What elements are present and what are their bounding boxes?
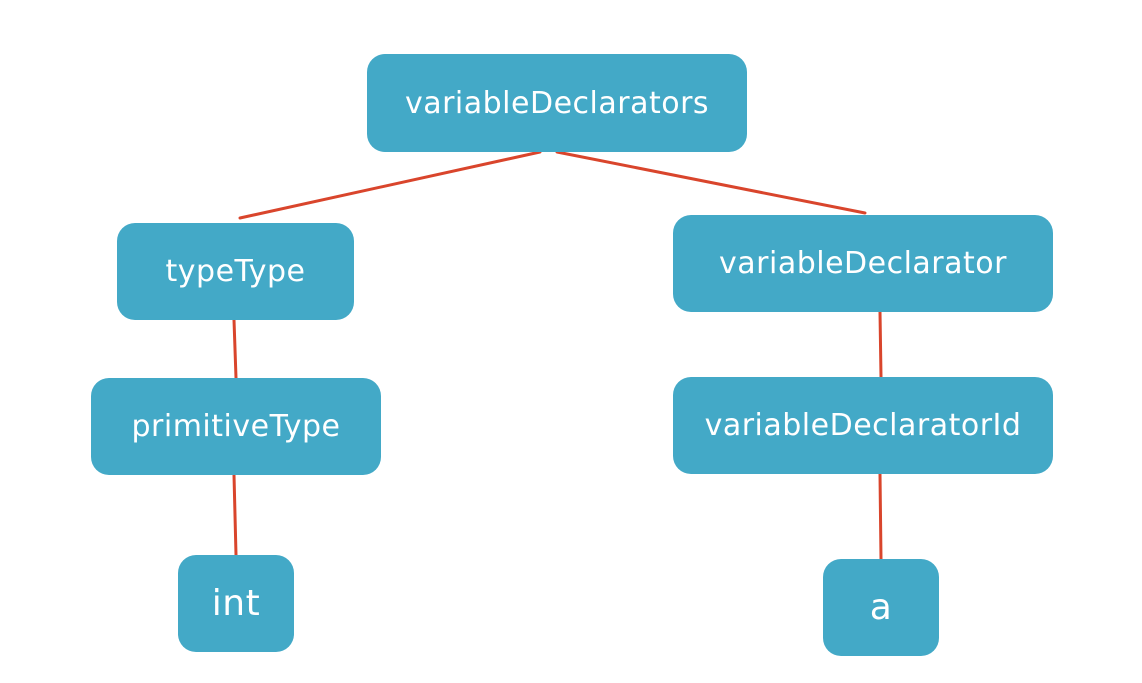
node-int: int (178, 555, 294, 652)
edge-declaratorid-a (878, 472, 883, 561)
edge-declarator-declaratorid (878, 310, 883, 379)
edge-typetype-primitivetype (232, 318, 238, 380)
edge-primitivetype-int (232, 473, 238, 557)
node-variable-declarators: variableDeclarators (367, 54, 747, 152)
edge-root-declarator (555, 150, 867, 215)
node-label: variableDeclarator (719, 246, 1007, 281)
node-label: typeType (165, 254, 306, 289)
node-label: variableDeclarators (404, 85, 710, 121)
node-label: int (211, 583, 261, 624)
node-variable-declarator: variableDeclarator (673, 215, 1053, 312)
node-type-type: typeType (117, 223, 354, 320)
node-variable-declarator-id: variableDeclaratorId (673, 377, 1053, 474)
edge-root-typetype (238, 150, 542, 220)
node-primitive-type: primitiveType (91, 378, 381, 475)
node-a: a (823, 559, 939, 656)
node-label: variableDeclaratorId (704, 408, 1022, 443)
node-label: a (869, 587, 893, 628)
node-label: primitiveType (131, 409, 341, 444)
